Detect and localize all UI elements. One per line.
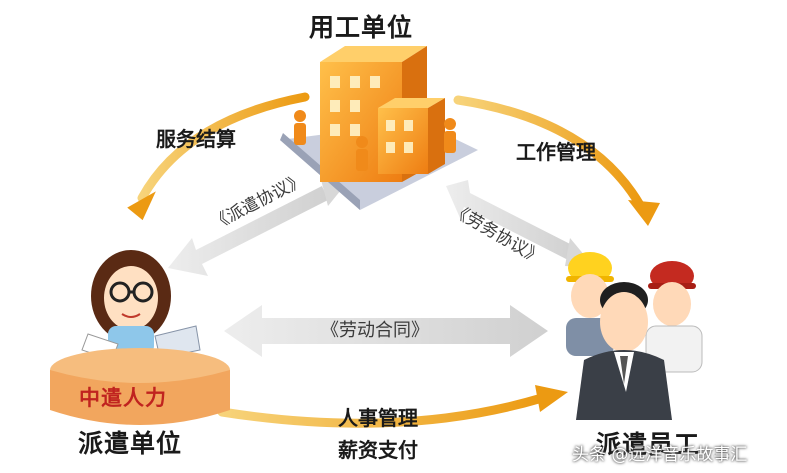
label-work-management: 工作管理 [516,140,596,164]
label-labor-contract: 《劳动合同》 [321,320,429,341]
node-employer: 用工单位 [309,13,414,42]
dispatched-staff-icon [566,252,703,420]
label-service-settlement: 服务结算 [156,127,236,151]
dispatch-agent-icon [50,250,230,425]
arrow-labor-contract [224,305,548,357]
watermark: 头条 @远洋音乐故事汇 [572,445,748,465]
label-hr-management: 人事管理 [338,406,418,430]
arrow-hr-salary [217,385,568,428]
arrow-service-settlement [127,92,310,221]
arrow-work-management [453,95,660,226]
node-dispatched-staff: 派遣员工 [596,430,701,459]
node-dispatch-unit: 派遣单位 [78,429,183,458]
desk-brand-label: 中遣人力 [79,386,167,410]
employer-building-icon [280,46,478,210]
label-salary-payment: 薪资支付 [338,438,418,462]
